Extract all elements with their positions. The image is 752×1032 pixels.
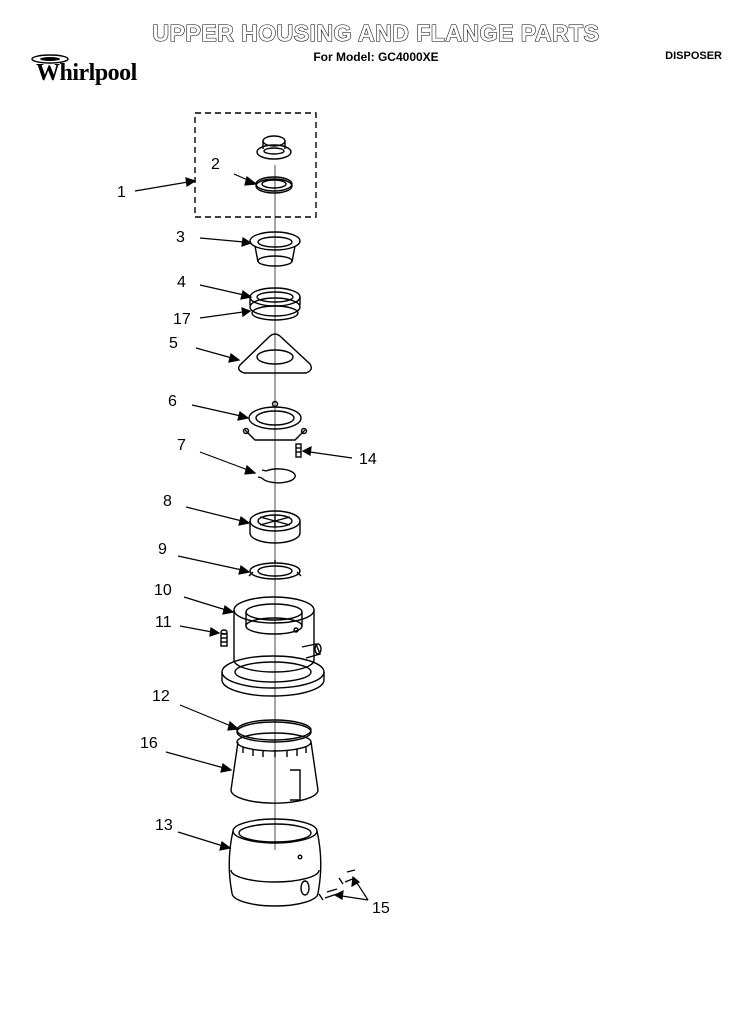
part-stopper bbox=[256, 135, 292, 160]
callout-13: 13 bbox=[155, 817, 173, 834]
part-2 bbox=[255, 176, 293, 194]
part-11 bbox=[220, 629, 228, 647]
callout-5: 5 bbox=[169, 335, 178, 352]
callout-2: 2 bbox=[211, 156, 220, 173]
callout-11: 11 bbox=[155, 614, 172, 631]
part-9 bbox=[248, 560, 302, 580]
part-13 bbox=[228, 818, 322, 907]
category-label: DISPOSER bbox=[665, 50, 722, 62]
callout-8: 8 bbox=[163, 493, 172, 510]
assembly-1-box bbox=[194, 112, 317, 218]
brand-logo: Whirlpool bbox=[36, 60, 137, 86]
part-3 bbox=[249, 231, 301, 267]
callout-12: 12 bbox=[152, 688, 170, 705]
model-line: For Model: GC4000XE bbox=[313, 50, 439, 64]
part-12 bbox=[236, 719, 312, 743]
page-title: UPPER HOUSING AND FLANGE PARTS bbox=[152, 19, 600, 46]
part-5 bbox=[237, 333, 313, 374]
part-8 bbox=[249, 510, 301, 544]
part-10 bbox=[221, 596, 325, 697]
part-14 bbox=[295, 443, 302, 458]
callout-4: 4 bbox=[177, 274, 186, 291]
callout-14: 14 bbox=[359, 451, 377, 468]
part-6 bbox=[242, 400, 308, 441]
callout-1: 1 bbox=[117, 184, 126, 201]
callout-16: 16 bbox=[140, 735, 158, 752]
part-16 bbox=[230, 732, 319, 804]
callout-9: 9 bbox=[158, 541, 167, 558]
callout-10: 10 bbox=[154, 582, 172, 599]
callout-15: 15 bbox=[372, 900, 390, 917]
callout-3: 3 bbox=[176, 229, 185, 246]
callout-7: 7 bbox=[177, 437, 186, 454]
part-17 bbox=[249, 297, 301, 321]
part-7 bbox=[257, 468, 296, 484]
callout-6: 6 bbox=[168, 393, 177, 410]
callout-17: 17 bbox=[173, 311, 191, 328]
whirlpool-logo-icon bbox=[31, 54, 69, 64]
